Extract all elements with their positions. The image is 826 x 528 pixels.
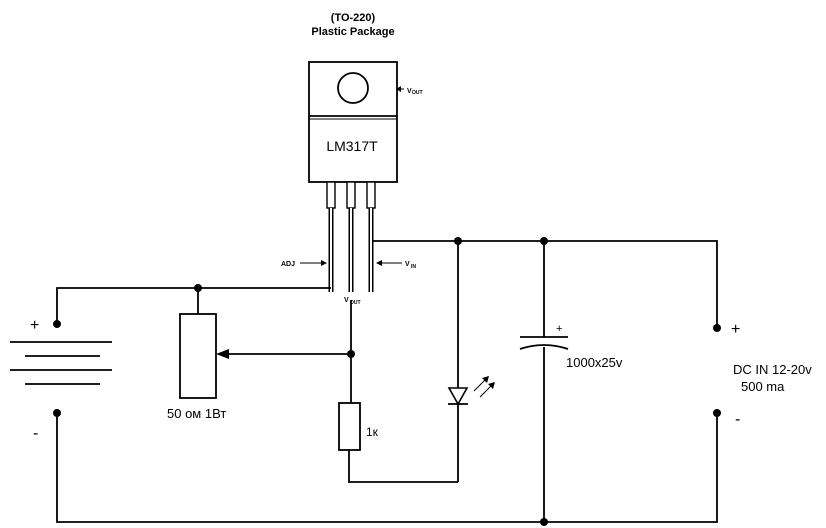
output-minus: - [33,425,38,442]
potentiometer-label: 50 ом 1Вт [167,406,226,421]
svg-text:V: V [407,88,412,95]
part-number: LM317T [326,138,378,154]
output-terminal: + - [10,317,112,442]
svg-text:OUT: OUT [412,90,423,96]
capacitor: + [519,323,569,350]
led [447,376,495,406]
mounting-hole [337,72,369,104]
adj-pin-label: ADJ [281,260,327,268]
package-title: (TO-220) [331,12,376,24]
package-subtitle: Plastic Package [311,26,394,38]
input-minus: - [735,411,740,428]
resistor [338,402,361,451]
vout-tab-label: V OUT [396,86,423,96]
input-plus: + [731,321,740,338]
output-plus: + [30,317,39,334]
capacitor-label: 1000x25v [566,355,623,370]
svg-text:V: V [405,261,410,268]
vin-pin-label: V IN [376,260,416,270]
lm317-regulator: LM317T [308,61,398,292]
svg-text:OUT: OUT [350,300,361,306]
svg-text:V: V [344,297,349,304]
vout-pin-label: V OUT [344,297,361,306]
svg-text:ADJ: ADJ [281,261,295,268]
svg-text:IN: IN [411,264,416,270]
wiper-arrow [216,349,229,359]
regulator-pins [326,181,376,292]
potentiometer [179,313,229,399]
wires [56,240,718,523]
current-label: 500 ma [741,379,785,394]
dc-in-label: DC IN 12-20v [733,362,812,377]
resistor-label: 1к [366,425,379,439]
light-emission-arrows-icon [473,376,495,398]
input-terminal: + - [713,321,740,428]
junction-dots [194,237,548,526]
capacitor-polarity: + [556,323,562,335]
